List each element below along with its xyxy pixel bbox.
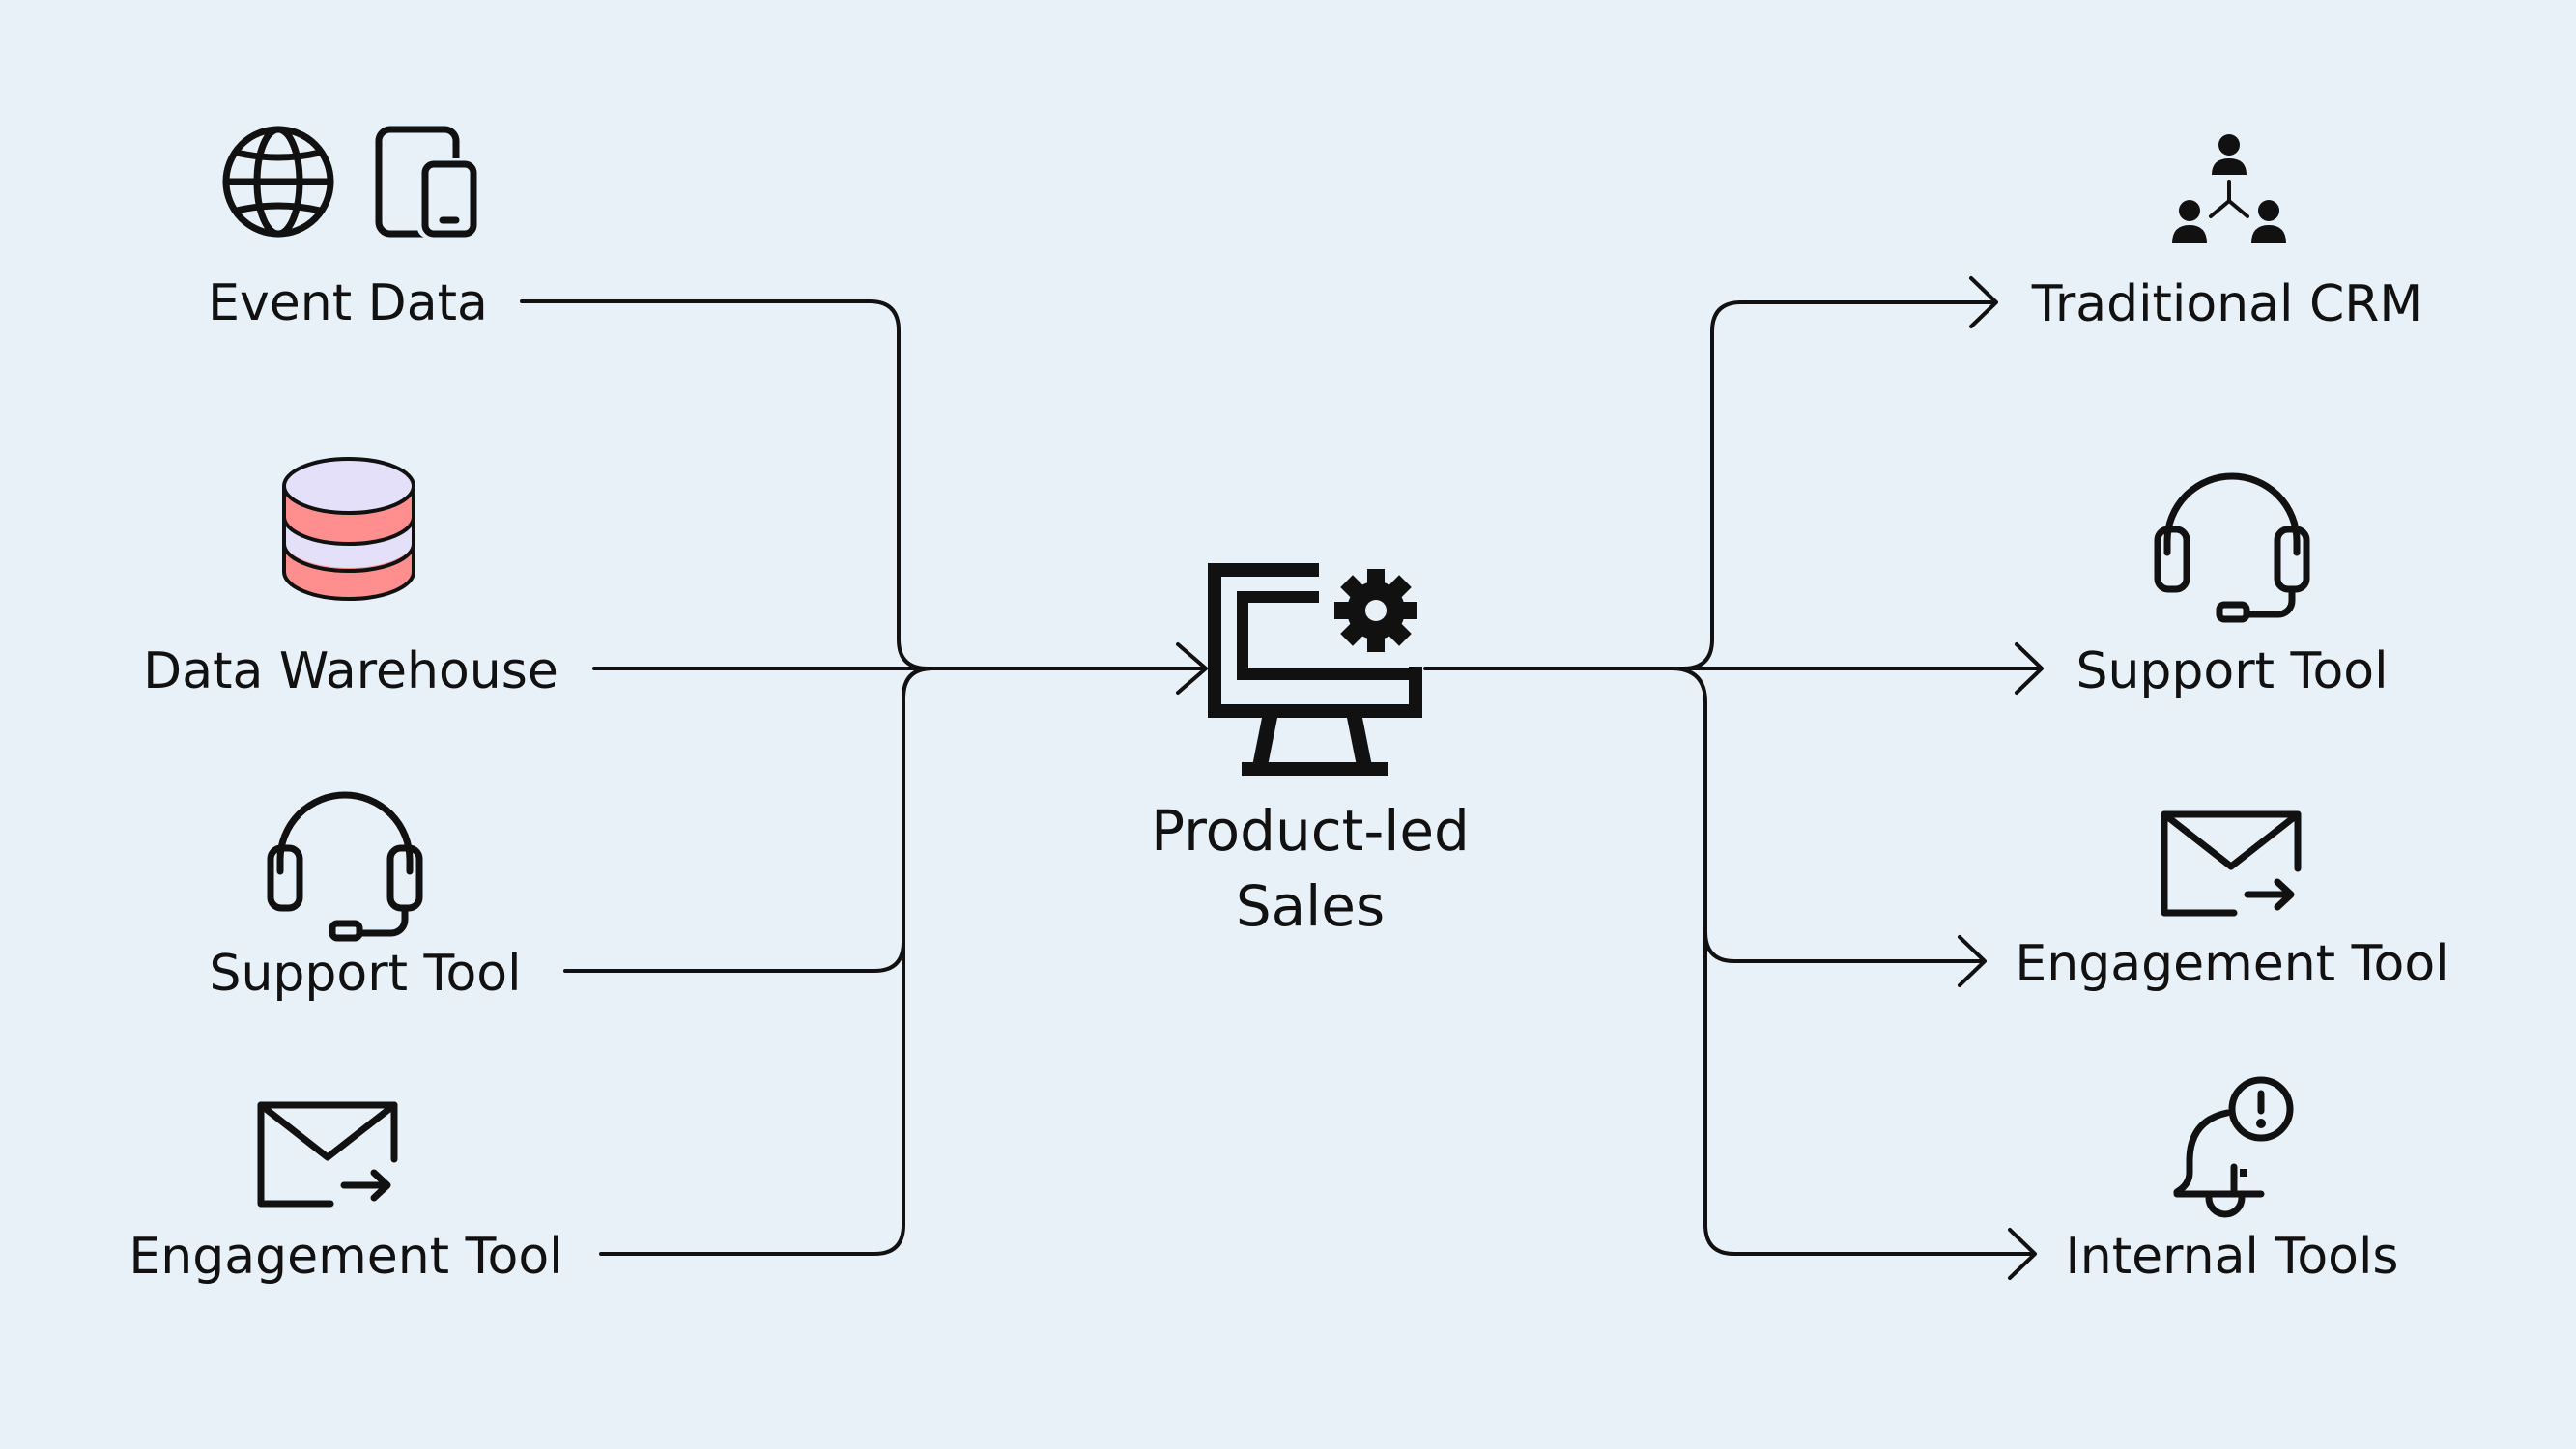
destination-label-engagement-tool: Engagement Tool: [2015, 935, 2448, 993]
connector-traditional-crm: [1423, 300, 1994, 670]
output-connectors: [1423, 276, 2044, 1280]
connector-event-data: [520, 299, 930, 670]
center-label-line1: Product-led: [1151, 798, 1470, 864]
destination-label-traditional-crm: Traditional CRM: [2031, 275, 2423, 333]
source-label-support-tool: Support Tool: [209, 945, 521, 1003]
gear-icon: [1334, 569, 1417, 652]
arrow-head-internal-tools: [2008, 1228, 2037, 1280]
input-connectors: [520, 299, 1208, 1256]
destination-label-internal-tools: Internal Tools: [2065, 1228, 2398, 1286]
source-label-data-warehouse: Data Warehouse: [143, 642, 558, 700]
connector-engagement-tool-in: [599, 667, 934, 1256]
destination-label-support-tool: Support Tool: [2075, 642, 2388, 700]
headset-icon: [2154, 472, 2310, 623]
globe-icon: [222, 126, 334, 238]
arrow-into-center-head: [1176, 642, 1208, 695]
arrow-head-support-tool-out: [2015, 642, 2044, 695]
devices-icon: [375, 126, 477, 238]
computer-gear-icon: [1208, 563, 1422, 776]
connector-engagement-tool-out: [1670, 667, 1983, 963]
connector-internal-tools: [1703, 925, 2033, 1256]
source-label-engagement-tool: Engagement Tool: [129, 1228, 562, 1286]
database-icon: [282, 457, 415, 601]
connector-support-tool-in: [563, 667, 934, 973]
bell-alert-icon: [2173, 1076, 2294, 1218]
center-label-line2: Sales: [1236, 873, 1385, 939]
source-label-event-data: Event Data: [208, 274, 488, 332]
org-network-icon: [2172, 134, 2286, 243]
arrow-head-traditional-crm: [1969, 276, 1998, 328]
headset-icon: [267, 791, 423, 942]
email-forward-icon: [257, 1101, 398, 1208]
email-forward-icon: [2161, 810, 2302, 917]
arrow-head-engagement-tool-out: [1958, 935, 1987, 987]
